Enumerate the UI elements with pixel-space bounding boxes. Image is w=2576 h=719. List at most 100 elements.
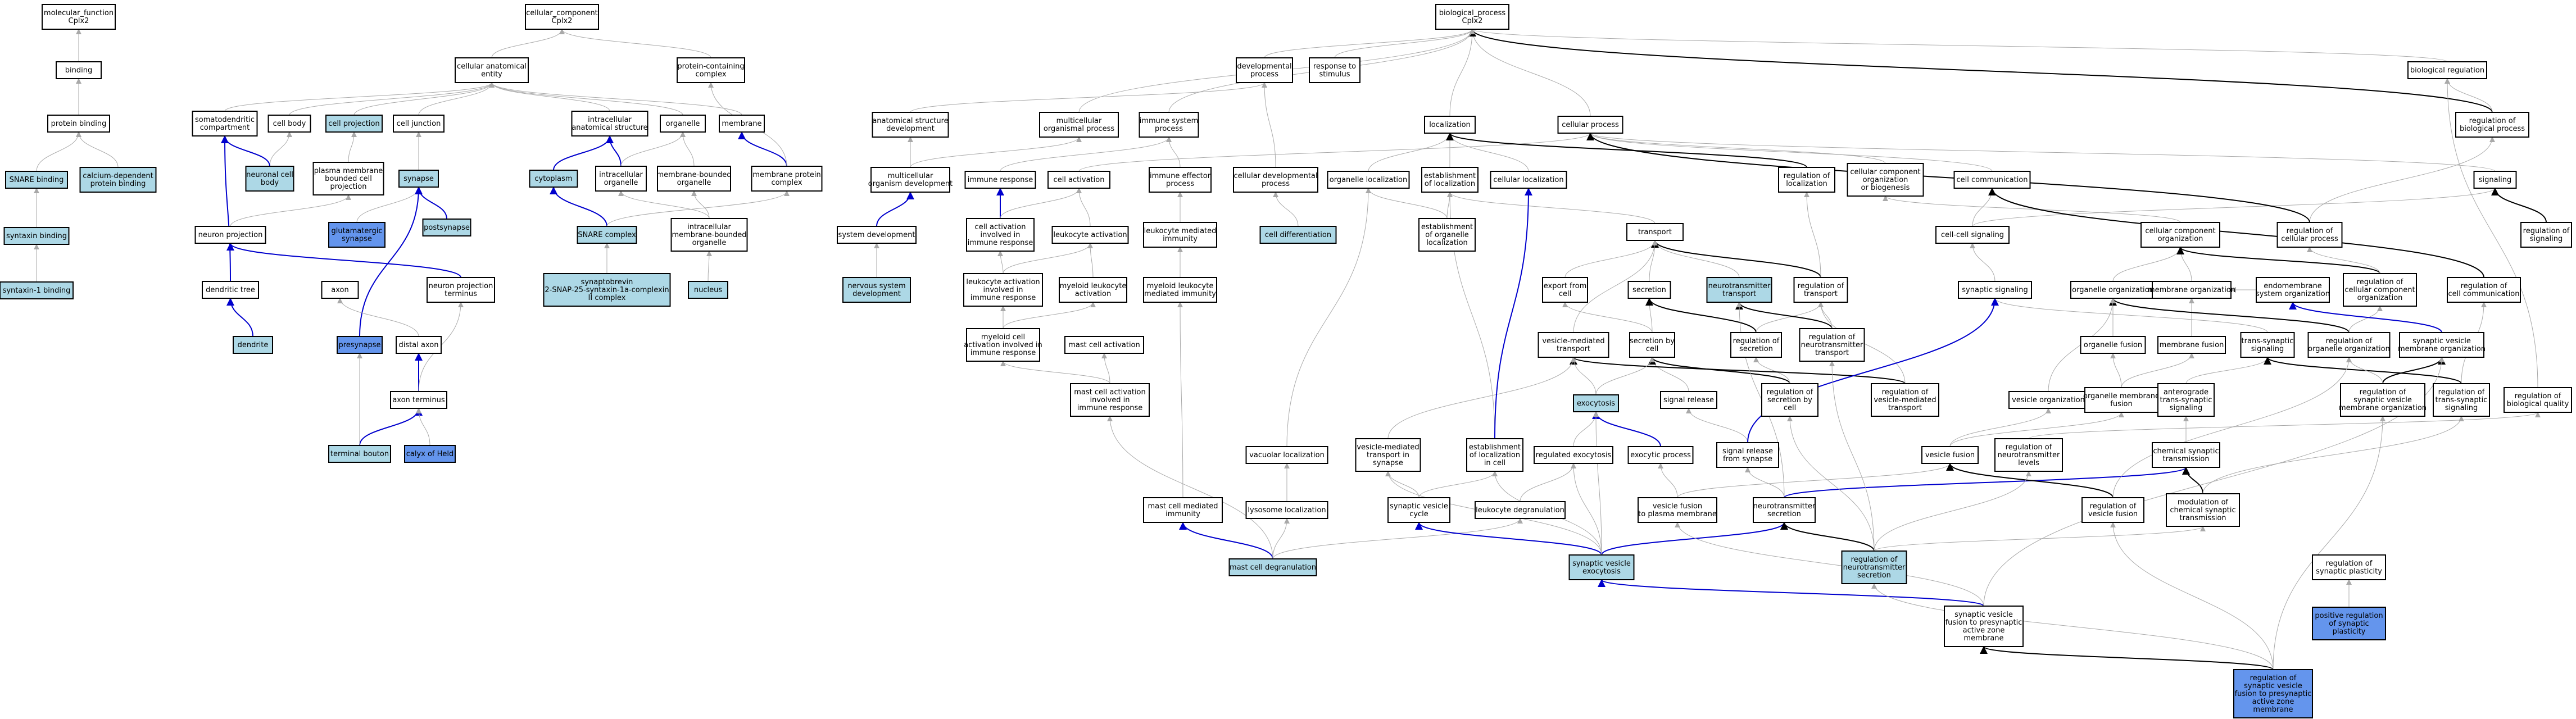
go-term-node[interactable]: organelle organization <box>2070 281 2156 299</box>
go-term-node[interactable]: cell activation <box>1047 171 1110 189</box>
go-term-node[interactable]: membrane organization <box>2148 281 2235 299</box>
go-term-node[interactable]: terminal bouton <box>328 445 391 463</box>
go-term-node[interactable]: exocytosis <box>1573 394 1619 412</box>
go-term-node[interactable]: regulated exocytosis <box>1534 446 1613 464</box>
go-term-node[interactable]: synapse <box>398 170 439 188</box>
go-term-node[interactable]: cell body <box>267 115 311 133</box>
go-term-node[interactable]: cell projection <box>325 115 383 133</box>
go-term-node[interactable]: cellular localization <box>1490 171 1567 189</box>
go-term-node[interactable]: distal axon <box>396 336 442 354</box>
go-term-node[interactable]: cytoplasm <box>529 170 578 188</box>
go-term-node[interactable]: vacuolar localization <box>1245 446 1328 464</box>
go-term-node[interactable]: cellular process <box>1557 116 1623 134</box>
go-term-node[interactable]: cell differentiation <box>1259 226 1337 244</box>
go-term-node[interactable]: organelle <box>660 115 706 133</box>
go-term-node[interactable]: cell-cell signaling <box>1935 226 2010 244</box>
go-term-node[interactable]: membrane <box>719 115 765 133</box>
go-term-node[interactable]: dendrite <box>233 336 273 354</box>
go-term-node[interactable]: SNARE complex <box>577 226 637 244</box>
go-term-node[interactable]: axon <box>321 281 359 299</box>
go-term-node[interactable]: vesicle fusion <box>1921 446 1979 464</box>
go-term-node[interactable]: localization <box>1424 116 1476 134</box>
go-term-node[interactable]: nucleus <box>688 281 728 299</box>
go-term-node[interactable]: postsynapse <box>422 219 471 236</box>
go-term-node[interactable]: exocytic process <box>1627 446 1694 464</box>
go-term-node[interactable]: synaptic signaling <box>1958 281 2032 299</box>
go-term-node[interactable]: presynapse <box>337 336 383 354</box>
go-term-node[interactable]: immune response <box>964 171 1036 189</box>
go-term-node[interactable]: organelle localization <box>1327 171 1410 189</box>
go-term-node[interactable]: leukocyte degranulation <box>1475 501 1566 519</box>
go-term-node[interactable]: secretion <box>1627 281 1671 299</box>
go-term-node[interactable]: transport <box>1626 223 1684 241</box>
go-term-node[interactable]: SNARE binding <box>5 171 68 189</box>
go-term-node[interactable]: axon terminus <box>390 391 447 409</box>
go-term-node[interactable]: membrane fusion <box>2157 336 2226 354</box>
go-term-node[interactable]: neuron projection <box>194 226 266 244</box>
go-term-node[interactable]: leukocyte activation <box>1051 226 1129 244</box>
go-term-node[interactable]: mast cell activation <box>1064 336 1144 354</box>
go-term-node[interactable]: synaptobrevin2-SNAP-25-syntaxin-1a-compl… <box>543 273 671 307</box>
go-term-node[interactable]: cell communication <box>1953 171 2031 189</box>
go-term-node[interactable]: biological regulation <box>2407 61 2487 79</box>
